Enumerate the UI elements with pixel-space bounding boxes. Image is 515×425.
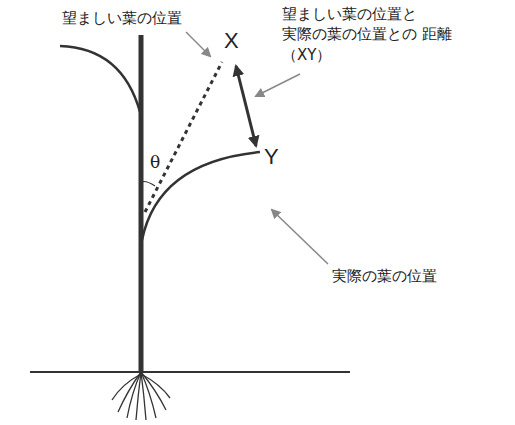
point-label: Y	[264, 146, 279, 168]
angle-label: θ	[150, 154, 160, 171]
actual-leaf-label: 実際の葉の位置	[332, 266, 437, 286]
actual-leaf	[142, 152, 260, 240]
point-label: X	[224, 30, 239, 52]
ground-line	[30, 371, 350, 373]
angle-arc	[141, 182, 155, 187]
desired-leaf-label: 望ましい葉の位置	[62, 8, 182, 28]
leader-arrow	[272, 210, 328, 264]
stem	[139, 35, 144, 372]
distance-label: 望ましい葉の位置と 実際の葉の位置との 距離（XY）	[282, 4, 452, 65]
distance-arrow	[236, 66, 256, 146]
upper-leaf	[60, 46, 140, 112]
leader-arrow	[256, 74, 300, 96]
desired-leaf-line	[145, 62, 222, 212]
leader-arrow	[186, 32, 210, 56]
roots	[112, 372, 170, 420]
